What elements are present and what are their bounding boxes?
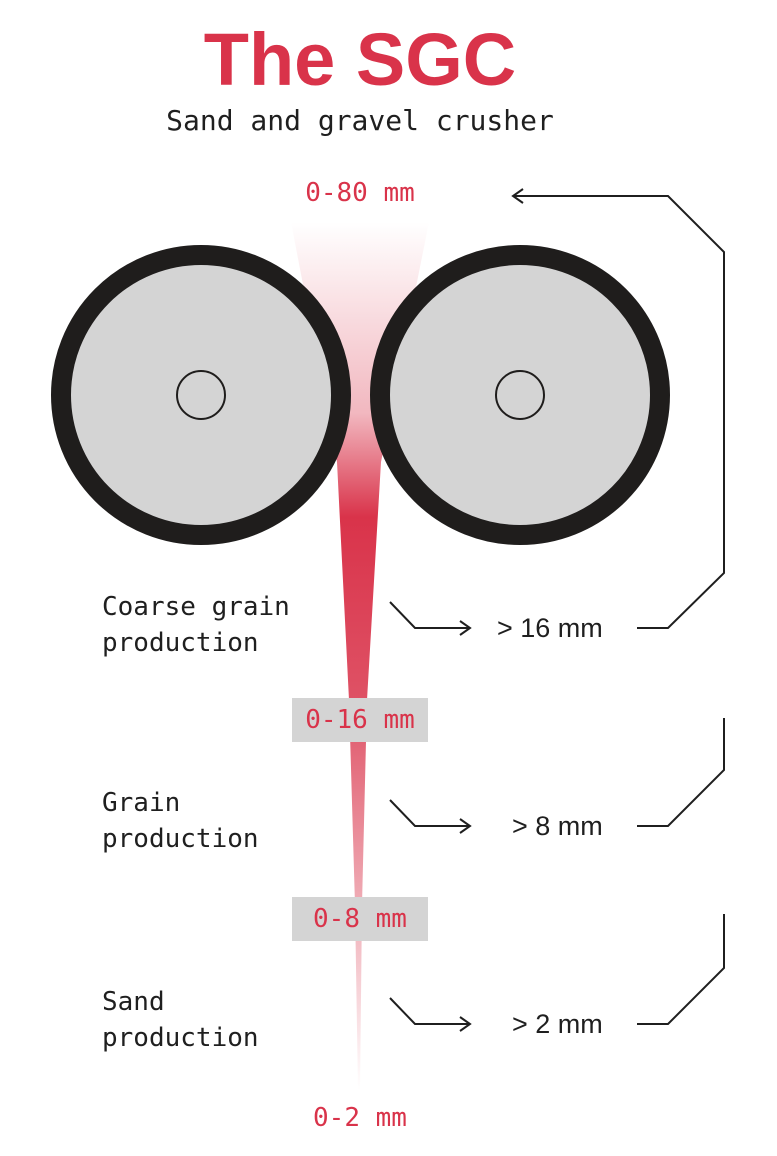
stage-label-coarse-grain: Coarse grain production [102, 589, 290, 661]
bent-arrow-icon [389, 601, 472, 636]
left-roller-icon [51, 245, 351, 545]
stage-label-grain: Grain production [102, 785, 259, 857]
range-box-after-grain: 0-8 mm [292, 897, 428, 941]
bent-arrow-icon [389, 997, 472, 1032]
stage-label-sand: Sand production [102, 984, 259, 1056]
stage-label-line2: production [102, 628, 259, 658]
bracket-line-icon [637, 914, 725, 1025]
stage-output-grain: > 8 mm [512, 811, 603, 841]
stage-label-line1: Grain [102, 788, 181, 818]
stage-output-sand: > 2 mm [512, 1009, 603, 1039]
material-stream [291, 222, 429, 1090]
final-range-label: 0-2 mm [313, 1103, 407, 1133]
range-box-after-coarse: 0-16 mm [292, 698, 428, 742]
return-arrow-icon [511, 188, 725, 629]
right-roller-icon [370, 245, 670, 545]
stage-label-line2: production [102, 824, 259, 854]
bracket-line-icon [637, 718, 725, 827]
bent-arrow-icon [389, 799, 472, 834]
page-title: The SGC [203, 18, 517, 101]
stage-output-coarse-grain: > 16 mm [497, 613, 603, 643]
page-subtitle: Sand and gravel crusher [166, 104, 554, 137]
input-range-label: 0-80 mm [305, 178, 415, 208]
stage-label-line1: Sand [102, 987, 165, 1017]
stage-label-line1: Coarse grain [102, 592, 290, 622]
stage-label-line2: production [102, 1023, 259, 1053]
